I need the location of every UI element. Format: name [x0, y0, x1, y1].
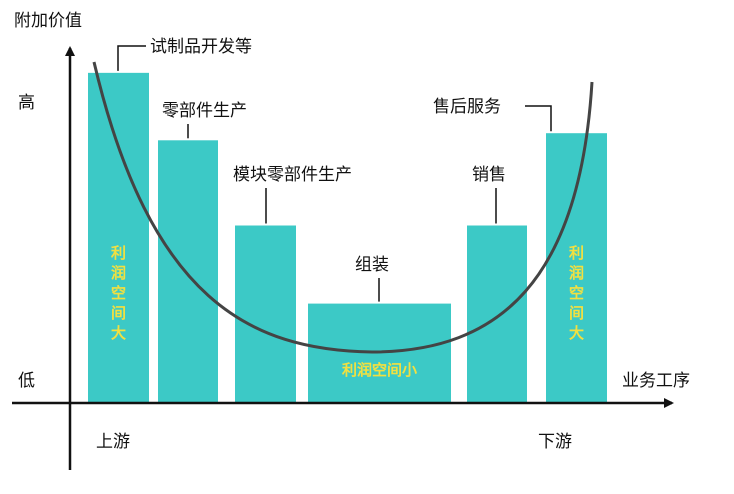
y-tick-low: 低 — [18, 371, 35, 391]
category-label-2: 零部件生产 — [162, 101, 247, 121]
x-tick-upstream: 上游 — [96, 432, 130, 452]
y-tick-high: 高 — [18, 93, 35, 113]
category-label-3: 模块零部件生产 — [233, 165, 352, 185]
bar-5 — [467, 225, 527, 403]
bar-text-4: 利润空间小 — [342, 361, 417, 379]
bar-1 — [88, 72, 149, 403]
bar-3 — [235, 225, 296, 403]
bar-text-6: 利润空间大 — [569, 244, 584, 342]
bar-2 — [158, 140, 218, 404]
smile-curve-line — [92, 61, 594, 354]
bar-6 — [546, 133, 607, 403]
category-label-5: 销售 — [472, 165, 506, 185]
category-label-1: 试制品开发等 — [150, 37, 252, 57]
leader-line-1 — [117, 45, 146, 71]
y-axis-label: 附加价值 — [14, 11, 82, 31]
bar-text-1: 利润空间大 — [111, 244, 126, 342]
leader-line-6 — [525, 105, 552, 132]
category-label-6: 售后服务 — [433, 97, 501, 117]
category-label-4: 组装 — [355, 255, 389, 275]
x-axis-label: 业务工序 — [622, 371, 690, 391]
x-tick-downstream: 下游 — [538, 432, 572, 452]
